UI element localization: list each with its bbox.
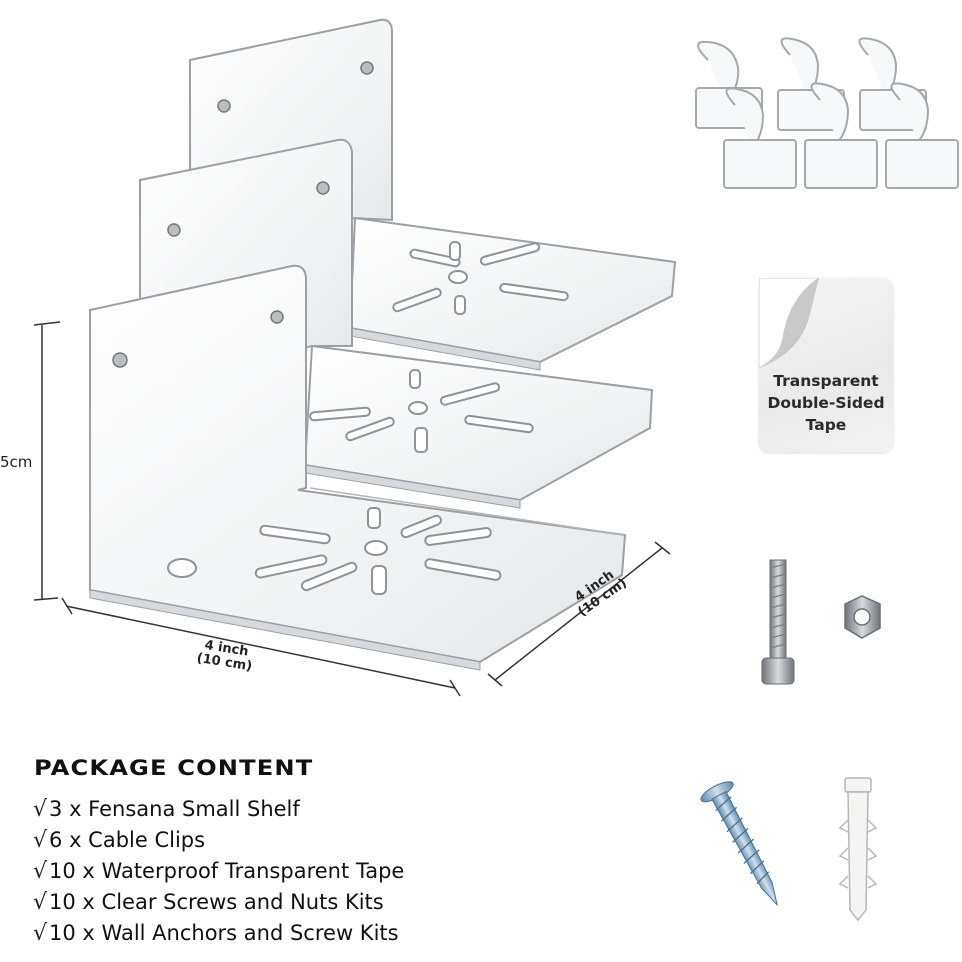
bolt-screw [761, 559, 795, 685]
list-item: √3 x Fensana Small Shelf [33, 797, 300, 822]
check-icon: √ [33, 859, 48, 884]
shelf-front [89, 264, 627, 671]
check-icon: √ [33, 921, 48, 946]
check-icon: √ [33, 797, 48, 822]
tape-curl-icon [759, 278, 819, 368]
height-dimension-label: 5cm [0, 453, 33, 471]
check-icon: √ [33, 890, 48, 915]
list-item: √10 x Clear Screws and Nuts Kits [33, 890, 384, 915]
check-icon: √ [33, 828, 48, 853]
list-item: √10 x Wall Anchors and Screw Kits [33, 921, 399, 946]
list-item: √6 x Cable Clips [33, 828, 206, 853]
wood-screw [700, 781, 778, 907]
cable-clips [695, 37, 959, 189]
tape-label: Transparent Double-Sided Tape [767, 372, 885, 434]
package-content-title: PACKAGE CONTENT [34, 756, 314, 780]
hex-nut [844, 595, 881, 639]
list-item: √10 x Waterproof Transparent Tape [33, 859, 405, 884]
dimension-lines [33, 321, 671, 697]
wall-anchor [838, 777, 878, 922]
package-content-list: √3 x Fensana Small Shelf √6 x Cable Clip… [33, 794, 404, 949]
